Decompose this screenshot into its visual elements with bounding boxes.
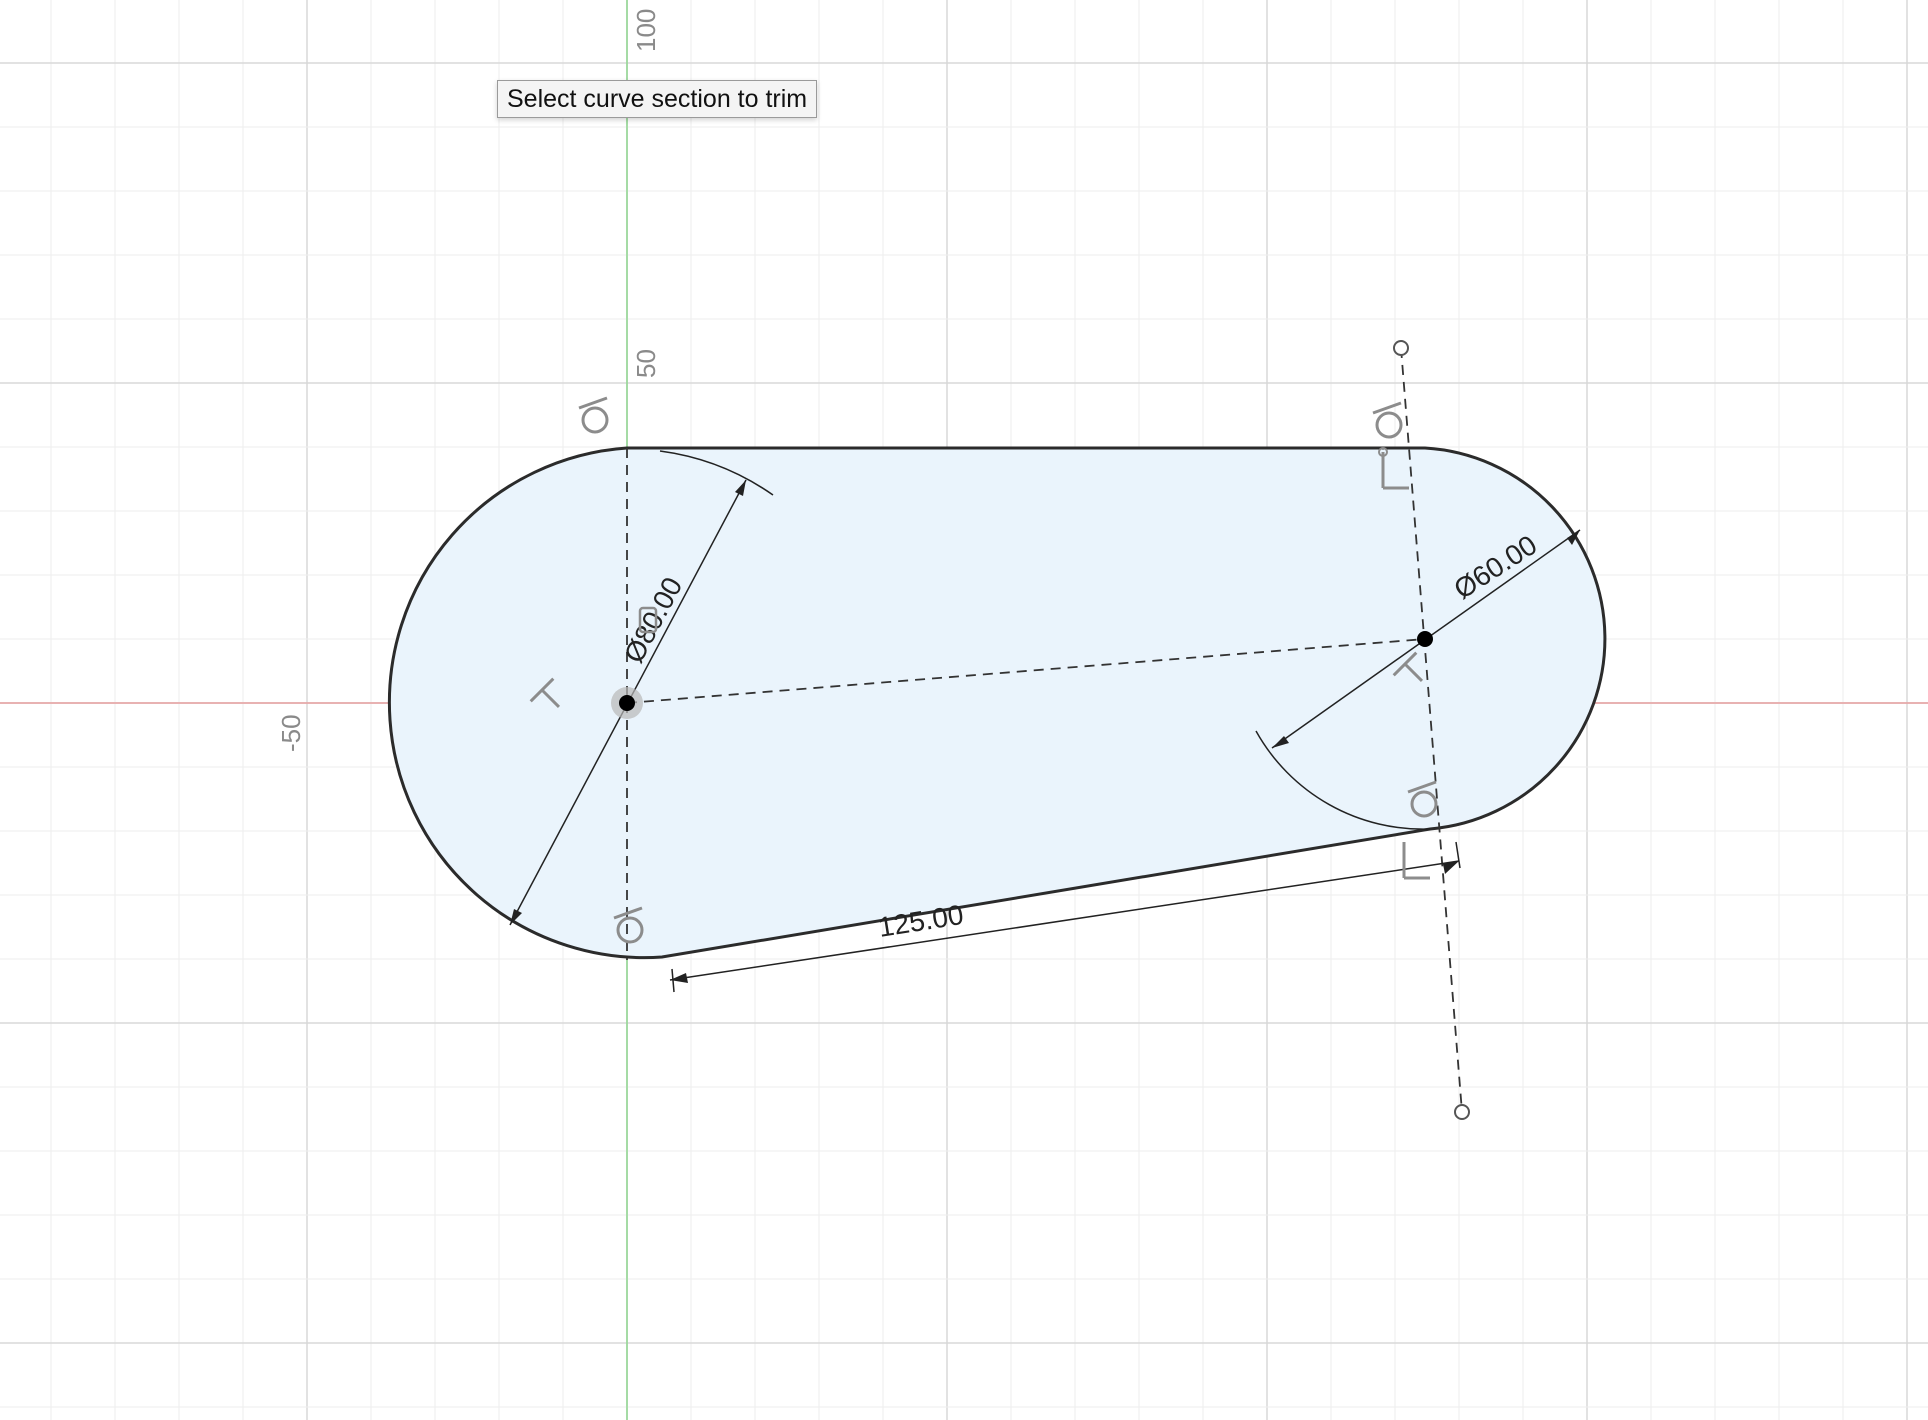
construction-line-right[interactable] <box>1400 347 1463 1113</box>
construction-line-centers[interactable] <box>626 638 1426 704</box>
tangent-constraint-icon[interactable] <box>1407 780 1438 818</box>
trim-tooltip: Select curve section to trim <box>497 80 818 118</box>
perpendicular-constraint-icon[interactable] <box>1378 447 1409 490</box>
center-point-right[interactable] <box>1417 631 1433 647</box>
axis-label-y-100: 100 <box>631 9 661 52</box>
tangent-constraint-icon[interactable] <box>578 396 609 434</box>
construction-endpoint-bottom[interactable] <box>1454 1104 1470 1120</box>
perpendicular-constraint-icon[interactable] <box>1402 842 1430 880</box>
coincident-constraint-icon[interactable] <box>638 606 658 634</box>
horizontal-constraint-icon[interactable] <box>529 677 571 719</box>
sketch-profile[interactable] <box>387 446 1607 960</box>
axis-label-y-50: 50 <box>631 349 661 378</box>
horizontal-constraint-icon[interactable] <box>1392 651 1434 693</box>
axis-label-x-neg50: -50 <box>276 714 306 752</box>
tangent-constraint-icon[interactable] <box>1372 401 1403 439</box>
construction-endpoint-top[interactable] <box>1393 340 1409 356</box>
center-point-left[interactable] <box>619 695 635 711</box>
tangent-constraint-icon[interactable] <box>613 906 644 944</box>
